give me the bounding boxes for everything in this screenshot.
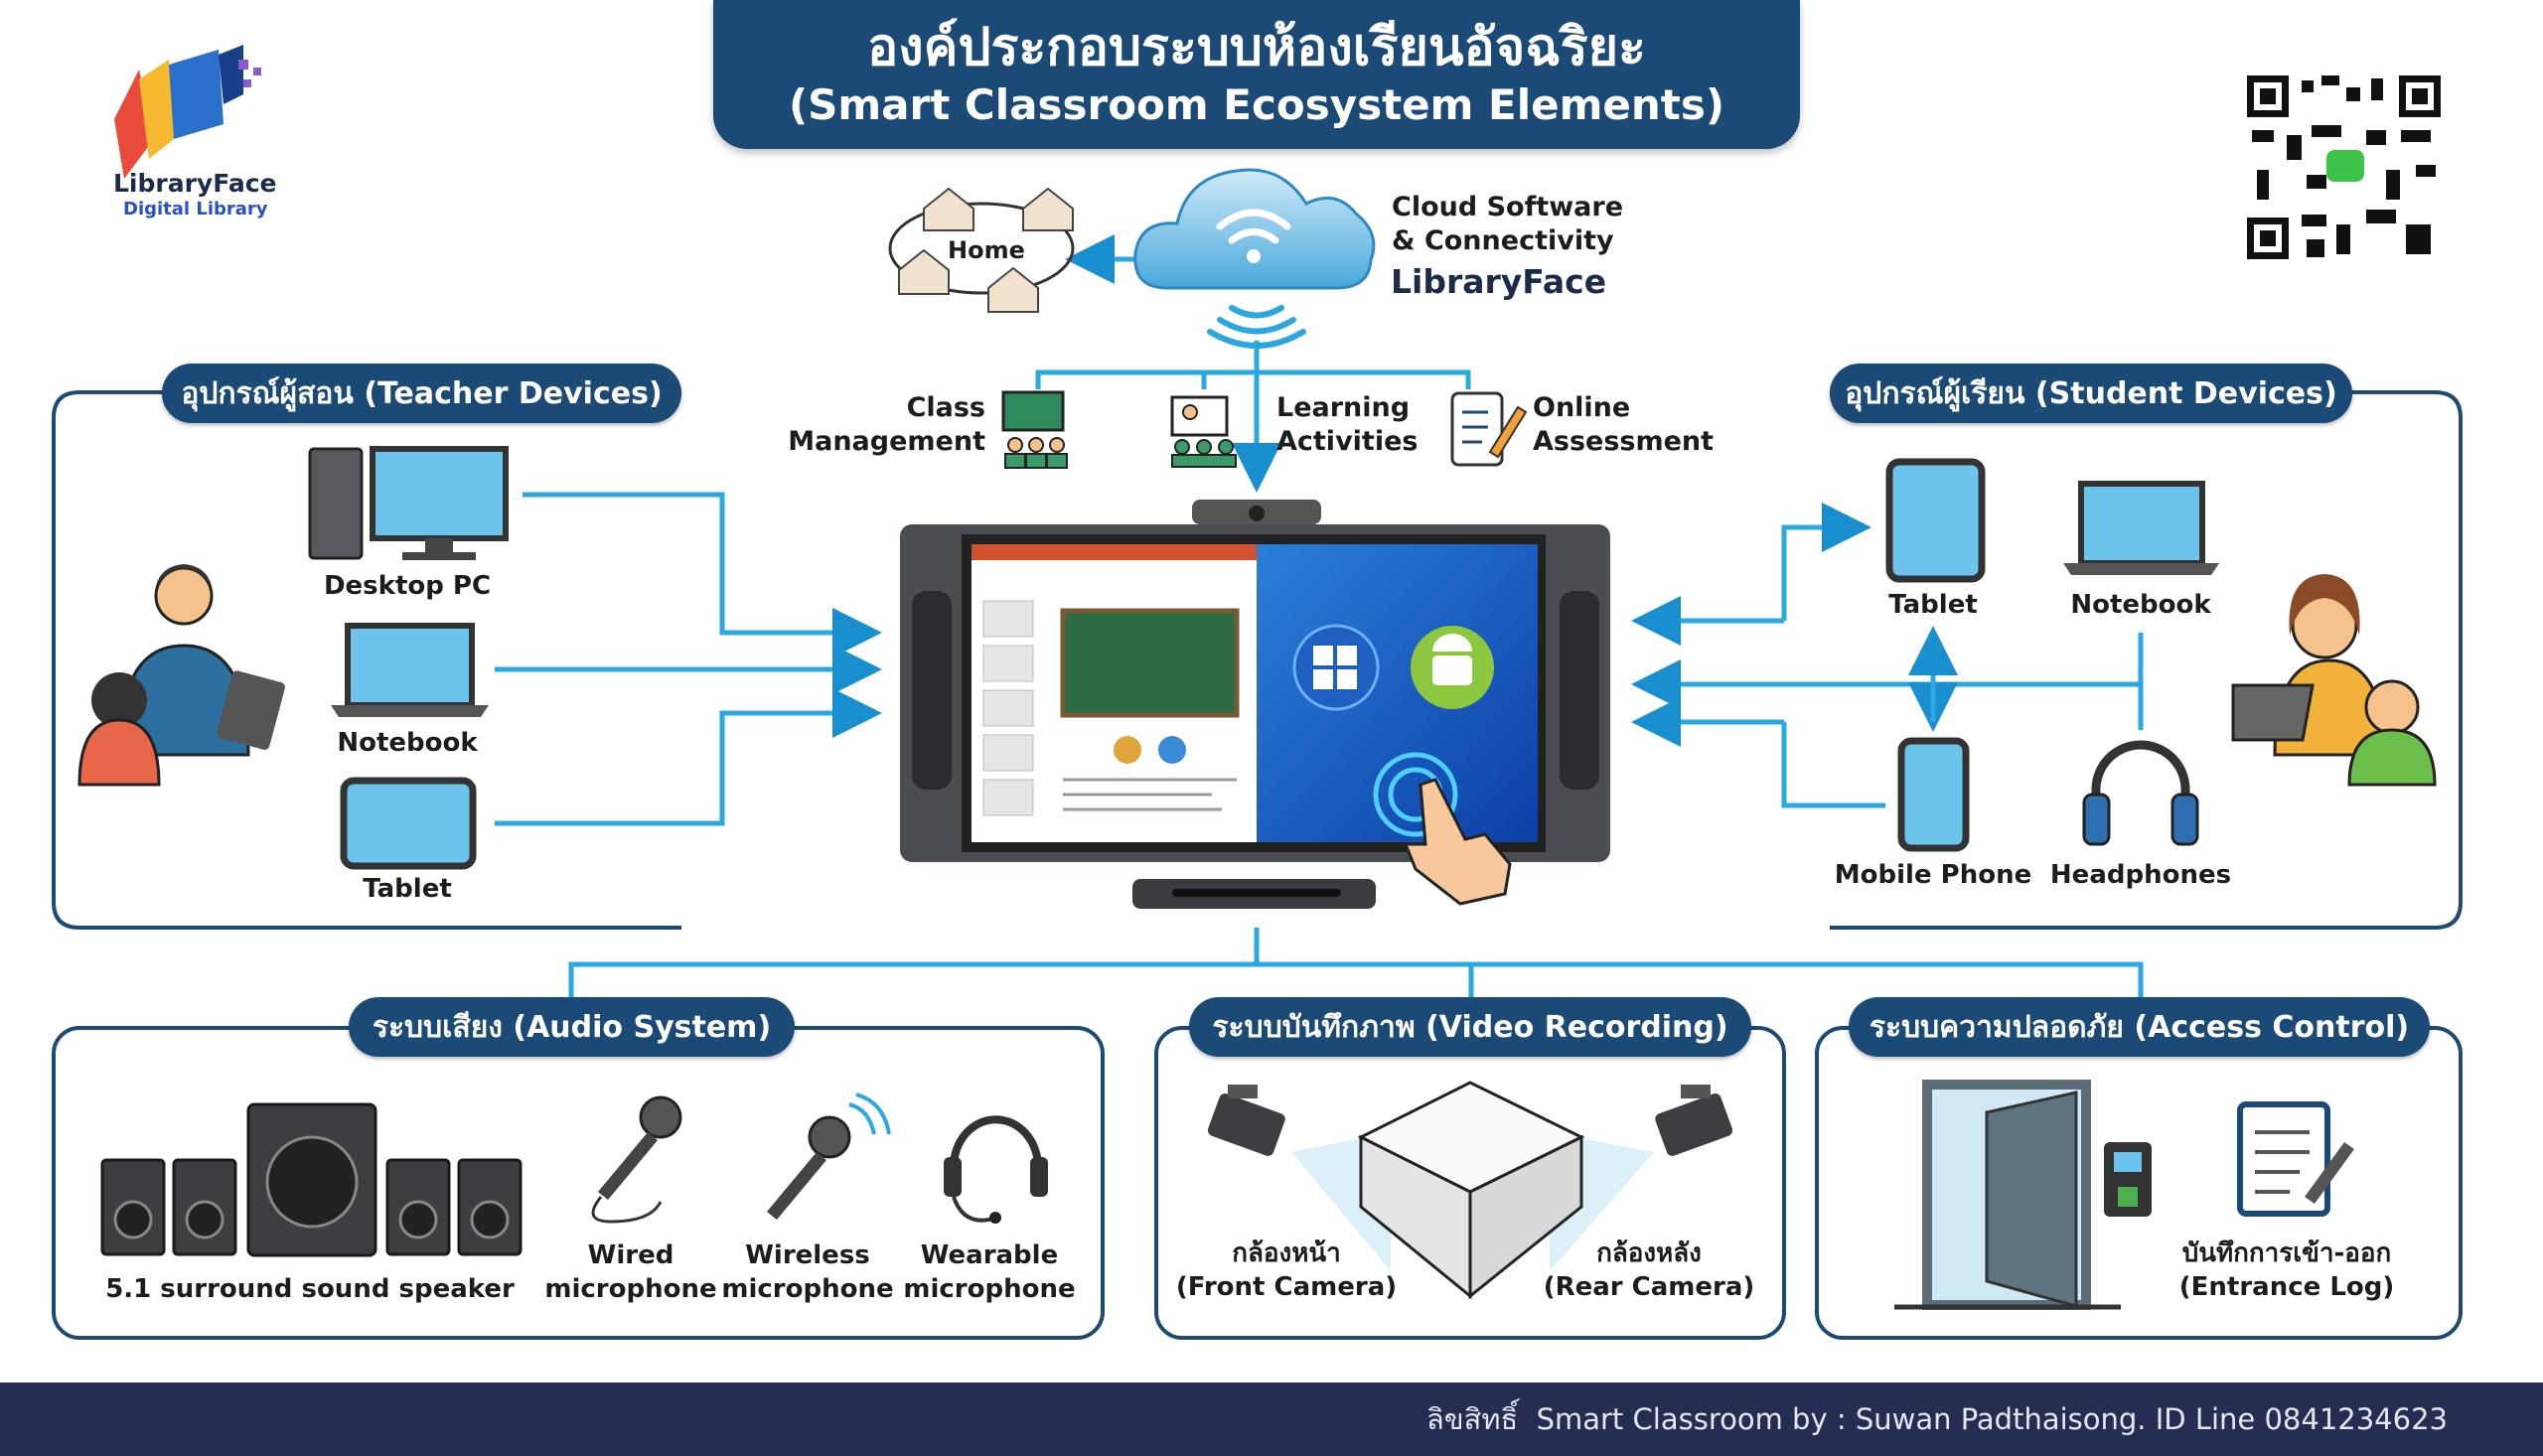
libraryface-logo (114, 45, 261, 179)
label-line: กล้องหน้า (1232, 1238, 1341, 1268)
cloud-brand: LibraryFace (1391, 262, 1607, 301)
teacher-notebook-icon (331, 623, 489, 717)
room-cube-icon (1357, 1081, 1585, 1300)
label-line: กล้องหลัง (1596, 1238, 1702, 1268)
feature-line: Assessment (1533, 426, 1715, 457)
stylus-icon (1172, 889, 1341, 897)
board-speaker-left (912, 591, 952, 790)
student-tablet-icon (1885, 458, 1986, 583)
teacher-devices-header: อุปกรณ์ผู้สอน (Teacher Devices) (162, 364, 681, 423)
footer-bar: ลิขสิทธิ์ Smart Classroom by : Suwan Pad… (0, 1383, 2543, 1456)
video-recording-header: ระบบบันทึกภาพ (Video Recording) (1189, 997, 1751, 1057)
hand-icon (1403, 778, 1512, 906)
logo-name: LibraryFace (113, 169, 277, 198)
home-cluster-icon (888, 187, 1075, 313)
student-device-label: Tablet (1888, 590, 1978, 620)
teacher-device-label: Tablet (363, 874, 452, 904)
label-line: (Entrance Log) (2178, 1272, 2395, 1302)
entrance-log-label: บันทึกการเข้า-ออก (Entrance Log) (2179, 1237, 2394, 1304)
label-line: (Front Camera) (1175, 1272, 1398, 1302)
label-line: microphone (721, 1274, 894, 1304)
access-control-header: ระบบความปลอดภัย (Access Control) (1849, 997, 2430, 1057)
wireless-microphone-icon (767, 1092, 891, 1220)
card-reader-icon (2104, 1142, 2152, 1217)
entrance-log-icon (2237, 1101, 2354, 1217)
label-line: บันทึกการเข้า-ออก (2181, 1238, 2392, 1268)
door-icon (1894, 1080, 2121, 1310)
student-devices-header: อุปกรณ์ผู้เรียน (Student Devices) (1830, 364, 2352, 423)
label-line: Wireless (745, 1240, 870, 1270)
class-management-icon (1001, 390, 1068, 469)
connector-lines (495, 234, 2144, 997)
title-thai: องค์ประกอบระบบห้องเรียนอัจฉริยะ (867, 18, 1646, 77)
feature-line: Class (906, 392, 985, 423)
student-device-label: Mobile Phone (1834, 860, 2032, 890)
audio-item-label: Wearable microphone (903, 1238, 1075, 1306)
wired-microphone-icon (591, 1095, 682, 1224)
audio-system-header: ระบบเสียง (Audio System) (349, 997, 795, 1057)
wifi-icon (1207, 305, 1306, 349)
audio-item-label: Wireless microphone (721, 1238, 893, 1306)
rear-camera-label: กล้องหลัง (Rear Camera) (1544, 1237, 1755, 1304)
label-line: microphone (903, 1274, 1076, 1304)
feature-line: Learning (1276, 392, 1411, 423)
windows-icon (1292, 624, 1380, 711)
wearable-microphone-icon (944, 1115, 1048, 1224)
cloud-label-1: Cloud Software (1392, 192, 1624, 222)
teacher-device-label: Notebook (337, 728, 478, 758)
label-line: Wearable (920, 1240, 1059, 1270)
desktop-screen (1257, 544, 1538, 842)
label-line: microphone (544, 1274, 717, 1304)
mobile-phone-icon (1897, 737, 1970, 852)
label-line: Wired (587, 1240, 674, 1270)
feature-line: Management (788, 426, 985, 457)
logo-subtitle: Digital Library (123, 199, 268, 219)
board-speaker-right (1560, 591, 1599, 790)
audio-item-label: Wired microphone (544, 1238, 716, 1306)
student-device-label: Notebook (2070, 590, 2211, 620)
title-banner: องค์ประกอบระบบห้องเรียนอัจฉริยะ (Smart C… (713, 0, 1800, 149)
student-device-label: Headphones (2049, 860, 2232, 890)
audio-item-label: 5.1 surround sound speaker (105, 1274, 515, 1304)
cloud-label-2: & Connectivity (1392, 225, 1614, 256)
desktop-pc-icon (308, 446, 509, 560)
teacher-tablet-icon (340, 777, 477, 870)
line-app-icon (2326, 150, 2364, 182)
feature-line: Online (1533, 392, 1631, 423)
student-person-icon (2231, 574, 2437, 787)
title-english: (Smart Classroom Ecosystem Elements) (788, 80, 1725, 129)
front-camera-label: กล้องหน้า (Front Camera) (1176, 1237, 1397, 1304)
footer-credit: ลิขสิทธิ์ Smart Classroom by : Suwan Pad… (1426, 1402, 2448, 1436)
label-line: (Rear Camera) (1543, 1272, 1755, 1302)
surround-speaker-icon (100, 1102, 523, 1257)
board-camera-icon (1249, 506, 1265, 521)
qr-code (2247, 75, 2441, 259)
student-notebook-icon (2063, 481, 2219, 575)
teacher-person-icon (77, 564, 285, 787)
feature-line: Activities (1276, 426, 1419, 457)
home-label: Home (948, 236, 1025, 264)
learning-activities-icon (1170, 395, 1237, 468)
interactive-board (900, 500, 1610, 909)
cloud-icon (1133, 168, 1376, 349)
headphones-icon (2082, 740, 2199, 846)
teacher-device-label: Desktop PC (323, 571, 492, 601)
online-assessment-icon (1450, 391, 1528, 467)
